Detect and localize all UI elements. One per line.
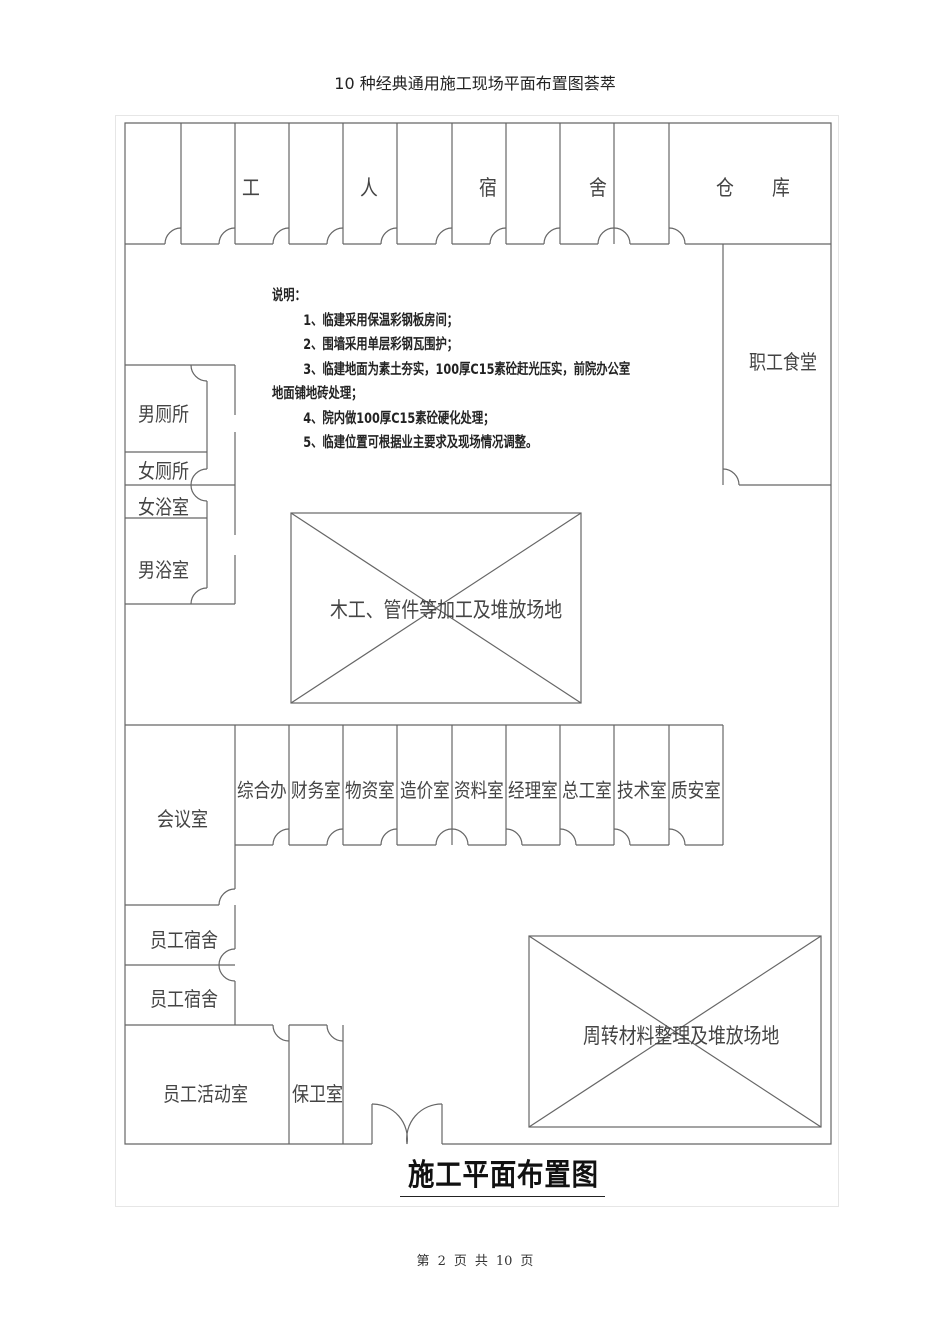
sanitary-block <box>125 364 236 605</box>
note-item-4: 4、院内做100厚C15素砼硬化处理； <box>303 410 495 427</box>
perimeter-wall <box>124 122 832 1145</box>
note-item-3-cont: 地面铺地砖处理； <box>272 386 363 402</box>
staff-dorm-label-1: 员工宿舍 <box>150 928 218 952</box>
staff-dorm-label-2: 员工宿舍 <box>150 987 218 1011</box>
womens-toilet-label: 女厕所 <box>138 459 189 483</box>
warehouse-label-char-2: 库 <box>772 176 790 200</box>
footer-page-prefix: 第 <box>416 1254 430 1269</box>
worker-dorm-label-char-1: 工 <box>242 176 260 200</box>
mens-toilet-label: 男厕所 <box>138 402 189 426</box>
canteen-room <box>722 244 831 486</box>
footer-page-number: 2 <box>437 1254 446 1269</box>
worker-dorm-label-char-2: 人 <box>360 176 378 200</box>
guard-room-label: 保卫室 <box>292 1082 343 1106</box>
note-item-2: 2、围墙采用单层彩钢瓦围护； <box>303 337 459 353</box>
material-yard-box <box>528 935 822 1128</box>
worker-dorm-label-char-3: 宿 <box>479 176 497 200</box>
main-gate <box>371 1103 443 1145</box>
office-label-materials: 物资室 <box>345 779 395 802</box>
notes-block: 说明： 1、临建采用保温彩钢板房间； 2、围墙采用单层彩钢瓦围护； 3、临建地面… <box>272 284 630 456</box>
document-header-title: 10 种经典通用施工现场平面布置图荟萃 <box>334 74 616 93</box>
canteen-label: 职工食堂 <box>749 350 817 374</box>
material-yard-label: 周转材料整理及堆放场地 <box>583 1024 780 1048</box>
mens-bath-label: 男浴室 <box>138 558 189 582</box>
notes-heading: 说明： <box>272 288 306 304</box>
worker-dorm-label-char-4: 舍 <box>589 176 607 200</box>
office-label-finance: 财务室 <box>291 779 341 802</box>
footer-total-suffix: 页 <box>520 1254 534 1269</box>
warehouse-label-char-1: 仓 <box>716 176 734 200</box>
office-label-costing: 造价室 <box>400 779 450 802</box>
work-yard-label: 木工、管件等加工及堆放场地 <box>330 598 563 622</box>
office-label-manager: 经理室 <box>508 779 558 802</box>
office-label-general: 综合办 <box>237 779 287 802</box>
staff-dorm-block <box>125 888 344 1144</box>
plan-title: 施工平面布置图 <box>408 1158 599 1193</box>
footer-total-prefix: 共 <box>474 1254 488 1269</box>
plan-title-underline <box>400 1196 605 1197</box>
note-item-3: 3、临建地面为素土夯实，100厚C15素砼赶光压实，前院办公室 <box>303 361 631 378</box>
work-yard-box <box>290 512 582 704</box>
office-row <box>125 724 724 889</box>
office-label-documents: 资料室 <box>454 779 504 802</box>
note-item-1: 1、临建采用保温彩钢板房间； <box>303 312 459 329</box>
office-label-technical: 技术室 <box>617 779 667 802</box>
footer-page-mid: 页 <box>453 1254 467 1269</box>
footer-total-pages: 10 <box>495 1254 513 1269</box>
note-item-5: 5、临建位置可根据业主要求及现场情况调整。 <box>303 435 538 451</box>
office-label-chief-engineer: 总工室 <box>562 779 612 802</box>
worker-dorm-row <box>125 123 831 245</box>
activity-room-label: 员工活动室 <box>163 1082 248 1106</box>
meeting-room-label: 会议室 <box>157 807 208 831</box>
womens-bath-label: 女浴室 <box>138 495 189 519</box>
office-label-quality-safety: 质安室 <box>671 779 721 802</box>
